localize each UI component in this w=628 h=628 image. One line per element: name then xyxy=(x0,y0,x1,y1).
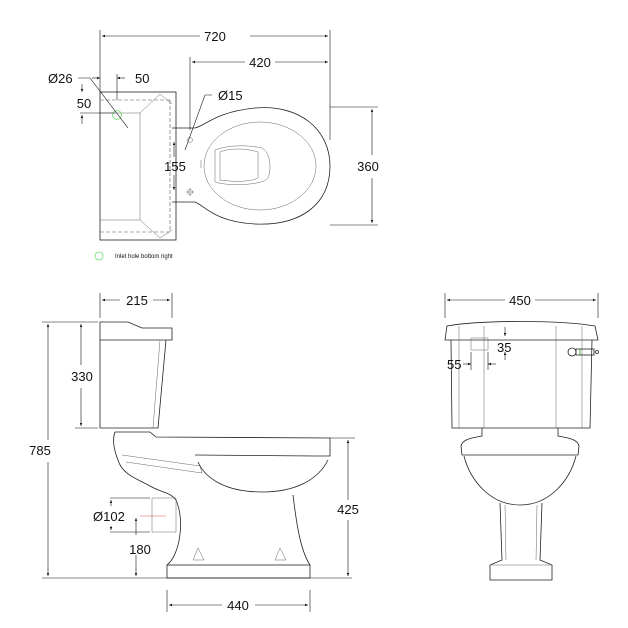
dim-hole-diameter: Ø15 xyxy=(218,88,243,103)
legend: Inlet hole bottom right xyxy=(94,251,173,261)
dim-cistern-depth: 215 xyxy=(126,293,148,308)
pan-side xyxy=(113,431,331,579)
dim-inlet-offset-x: 50 xyxy=(135,71,149,86)
dim-bowl-length: 420 xyxy=(249,55,271,70)
fixing-hole-top xyxy=(187,137,193,143)
dim-cistern-height: 330 xyxy=(71,369,93,384)
dim-seat-height: 425 xyxy=(337,502,359,517)
dim-hole-spacing: 155 xyxy=(164,159,186,174)
inlet-hole-marker xyxy=(112,110,122,120)
dim-inlet-offset-y: 50 xyxy=(77,96,91,111)
cistern-plan xyxy=(99,91,177,241)
dim-outlet-diameter: Ø102 xyxy=(93,509,125,524)
dim-bowl-width: 360 xyxy=(357,159,379,174)
bowl-plan xyxy=(172,107,331,225)
cistern-side xyxy=(99,321,173,429)
legend-text: Inlet hole bottom right xyxy=(115,254,173,260)
legend-marker xyxy=(94,251,104,261)
pan-front xyxy=(460,428,580,581)
front-view: 450 35 55 xyxy=(444,293,599,581)
dim-overall-length: 720 xyxy=(204,29,226,44)
cistern-front xyxy=(444,321,599,429)
side-view: 215 330 785 425 Ø102 180 440 xyxy=(29,293,359,613)
dim-button-offset-x: 55 xyxy=(447,357,461,372)
dim-base-length: 440 xyxy=(227,598,249,613)
dim-outlet-height: 180 xyxy=(129,542,151,557)
flush-lever xyxy=(567,347,599,357)
dim-overall-width: 450 xyxy=(509,293,531,308)
dim-overall-height: 785 xyxy=(29,443,51,458)
plan-view: 720 420 360 155 Ø15 Ø26 50 50 xyxy=(48,29,379,241)
dim-button-offset-y: 35 xyxy=(497,340,511,355)
dim-inlet-diameter: Ø26 xyxy=(48,71,73,86)
flush-button-outline xyxy=(470,337,489,351)
